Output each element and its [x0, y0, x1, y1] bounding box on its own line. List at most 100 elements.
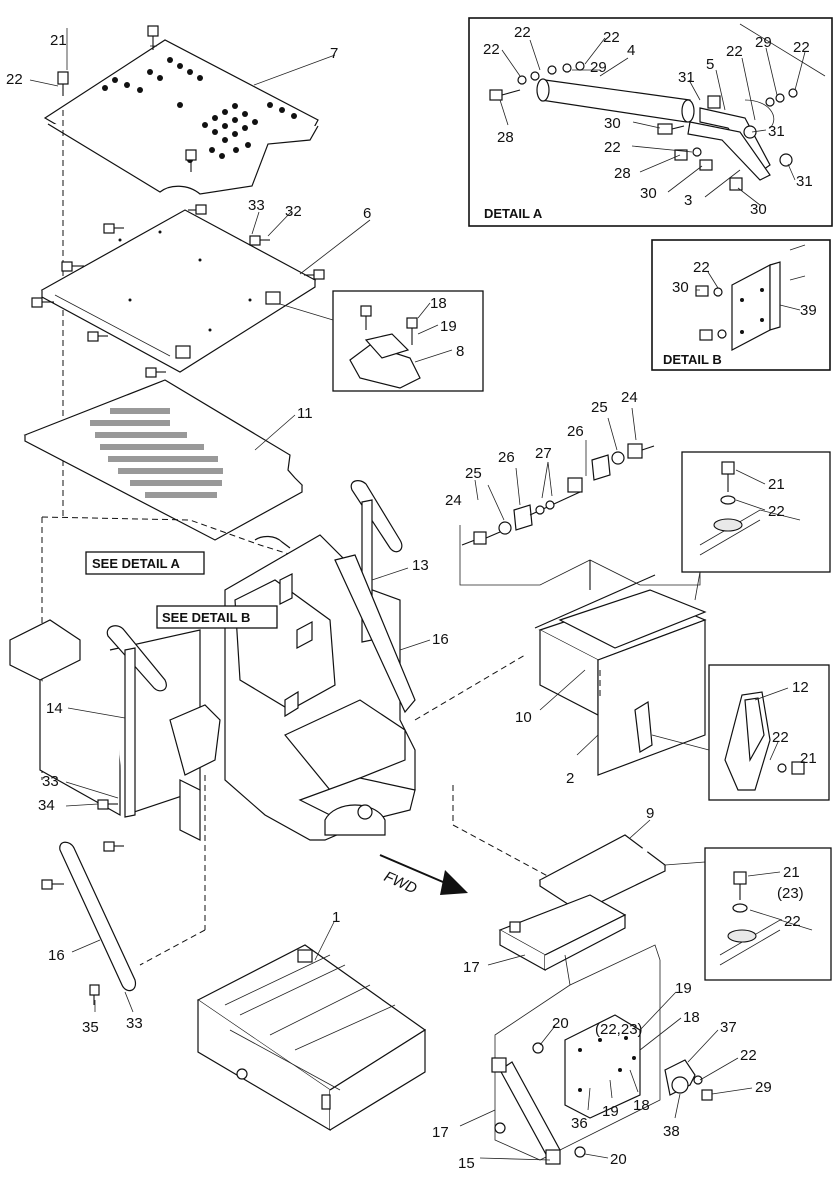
panel-17: [498, 894, 627, 972]
callout-2: 2: [566, 770, 574, 787]
callout-39: 39: [800, 302, 817, 319]
callout-27: 27: [535, 445, 552, 462]
floor-mat-11: [23, 379, 303, 541]
see-detail-a-text: SEE DETAIL A: [92, 556, 180, 571]
fwd-label: FWD: [381, 868, 419, 897]
callout-18: 18: [683, 1009, 700, 1026]
callout-23-paren: (23): [777, 885, 804, 902]
callout-30: 30: [604, 115, 621, 132]
callout-13: 13: [412, 557, 429, 574]
floor-plate-7: [43, 39, 319, 195]
callout-22: 22: [793, 39, 810, 56]
grab-handle-14: [106, 625, 167, 818]
platform-10-holes: [582, 597, 687, 638]
callout-17: 17: [463, 959, 480, 976]
callout-29: 29: [755, 34, 772, 51]
callout-19: 19: [602, 1103, 619, 1120]
callout-22: 22: [6, 71, 23, 88]
callout-25: 25: [465, 465, 482, 482]
callout-20: 20: [610, 1151, 627, 1168]
callout-34: 34: [38, 797, 55, 814]
callout-22: 22: [693, 259, 710, 276]
callout-33: 33: [126, 1015, 143, 1032]
callout-22-23: (22,23): [595, 1021, 643, 1038]
step-plate-9: [538, 834, 667, 913]
callout-9: 9: [646, 805, 654, 822]
callout-22: 22: [772, 729, 789, 746]
callout-14: 14: [46, 700, 63, 717]
callout-28: 28: [497, 129, 514, 146]
callout-3: 3: [684, 192, 692, 209]
fastener-detail-lower: 21 (23) 22: [704, 847, 832, 981]
grab-bar-16-left: [41, 841, 137, 1005]
callout-30: 30: [672, 279, 689, 296]
callout-22: 22: [784, 913, 801, 930]
callout-11: 11: [297, 405, 313, 422]
callout-30: 30: [750, 201, 767, 218]
callout-29: 29: [590, 59, 607, 76]
callout-38: 38: [663, 1123, 680, 1140]
forward-direction-arrow: FWD: [379, 854, 468, 898]
detail-a-panel: DETAIL A: [468, 17, 833, 227]
callout-37: 37: [720, 1019, 737, 1036]
see-detail-a-tag: [85, 551, 205, 575]
see-detail-b-text: SEE DETAIL B: [162, 610, 250, 625]
callout-4: 4: [627, 42, 635, 59]
callout-22: 22: [604, 139, 621, 156]
callout-5: 5: [706, 56, 714, 73]
callout-18: 18: [430, 295, 447, 312]
isolator-detail-8: 18 19 8: [279, 290, 484, 392]
callout-17: 17: [432, 1124, 449, 1141]
callout-15: 15: [458, 1155, 475, 1172]
lower-hatch-assembly: [491, 944, 713, 1165]
latch-detail-12: 12 22 21: [651, 664, 830, 801]
hinge-rod-assembly: [459, 443, 701, 590]
callout-12: 12: [792, 679, 809, 696]
callout-6: 6: [363, 205, 371, 222]
see-detail-b-tag: [156, 605, 278, 629]
platform-10-box-2: [534, 574, 707, 776]
callout-33: 33: [42, 773, 59, 790]
callout-29: 29: [755, 1079, 772, 1096]
operator-compartment: [9, 516, 611, 966]
callout-8: 8: [456, 343, 464, 360]
grab-bar-16-right: [334, 554, 416, 714]
callout-21: 21: [50, 32, 67, 49]
callout-22: 22: [483, 41, 500, 58]
callout-19: 19: [440, 318, 457, 335]
callout-33: 33: [248, 197, 265, 214]
callout-18: 18: [633, 1097, 650, 1114]
step-plate-9-holes: [567, 843, 648, 888]
callout-21: 21: [800, 750, 817, 767]
callout-35: 35: [82, 1019, 99, 1036]
floor-pan-6: [40, 209, 317, 373]
callout-31: 31: [768, 123, 785, 140]
callout-22: 22: [726, 43, 743, 60]
callout-25: 25: [591, 399, 608, 416]
callout-21: 21: [768, 476, 785, 493]
tool-tray-1: [196, 944, 427, 1132]
callout-10: 10: [515, 709, 532, 726]
callout-7: 7: [330, 45, 338, 62]
callout-21: 21: [783, 864, 800, 881]
callout-16: 16: [432, 631, 449, 648]
callout-1: 1: [332, 909, 340, 926]
callout-31: 31: [678, 69, 695, 86]
plate-6-bolts: [31, 204, 325, 378]
callout-30: 30: [640, 185, 657, 202]
detail-b-title: DETAIL B: [663, 352, 722, 367]
callout-22: 22: [740, 1047, 757, 1064]
callout-22: 22: [768, 503, 785, 520]
callout-31: 31: [796, 173, 813, 190]
callout-26: 26: [567, 423, 584, 440]
callout-36: 36: [571, 1115, 588, 1132]
callout-20: 20: [552, 1015, 569, 1032]
callout-22: 22: [514, 24, 531, 41]
detail-a-title: DETAIL A: [484, 206, 543, 221]
floor-mat-11-pattern: [90, 408, 223, 498]
callout-26: 26: [498, 449, 515, 466]
callout-24: 24: [621, 389, 638, 406]
callout-19: 19: [675, 980, 692, 997]
